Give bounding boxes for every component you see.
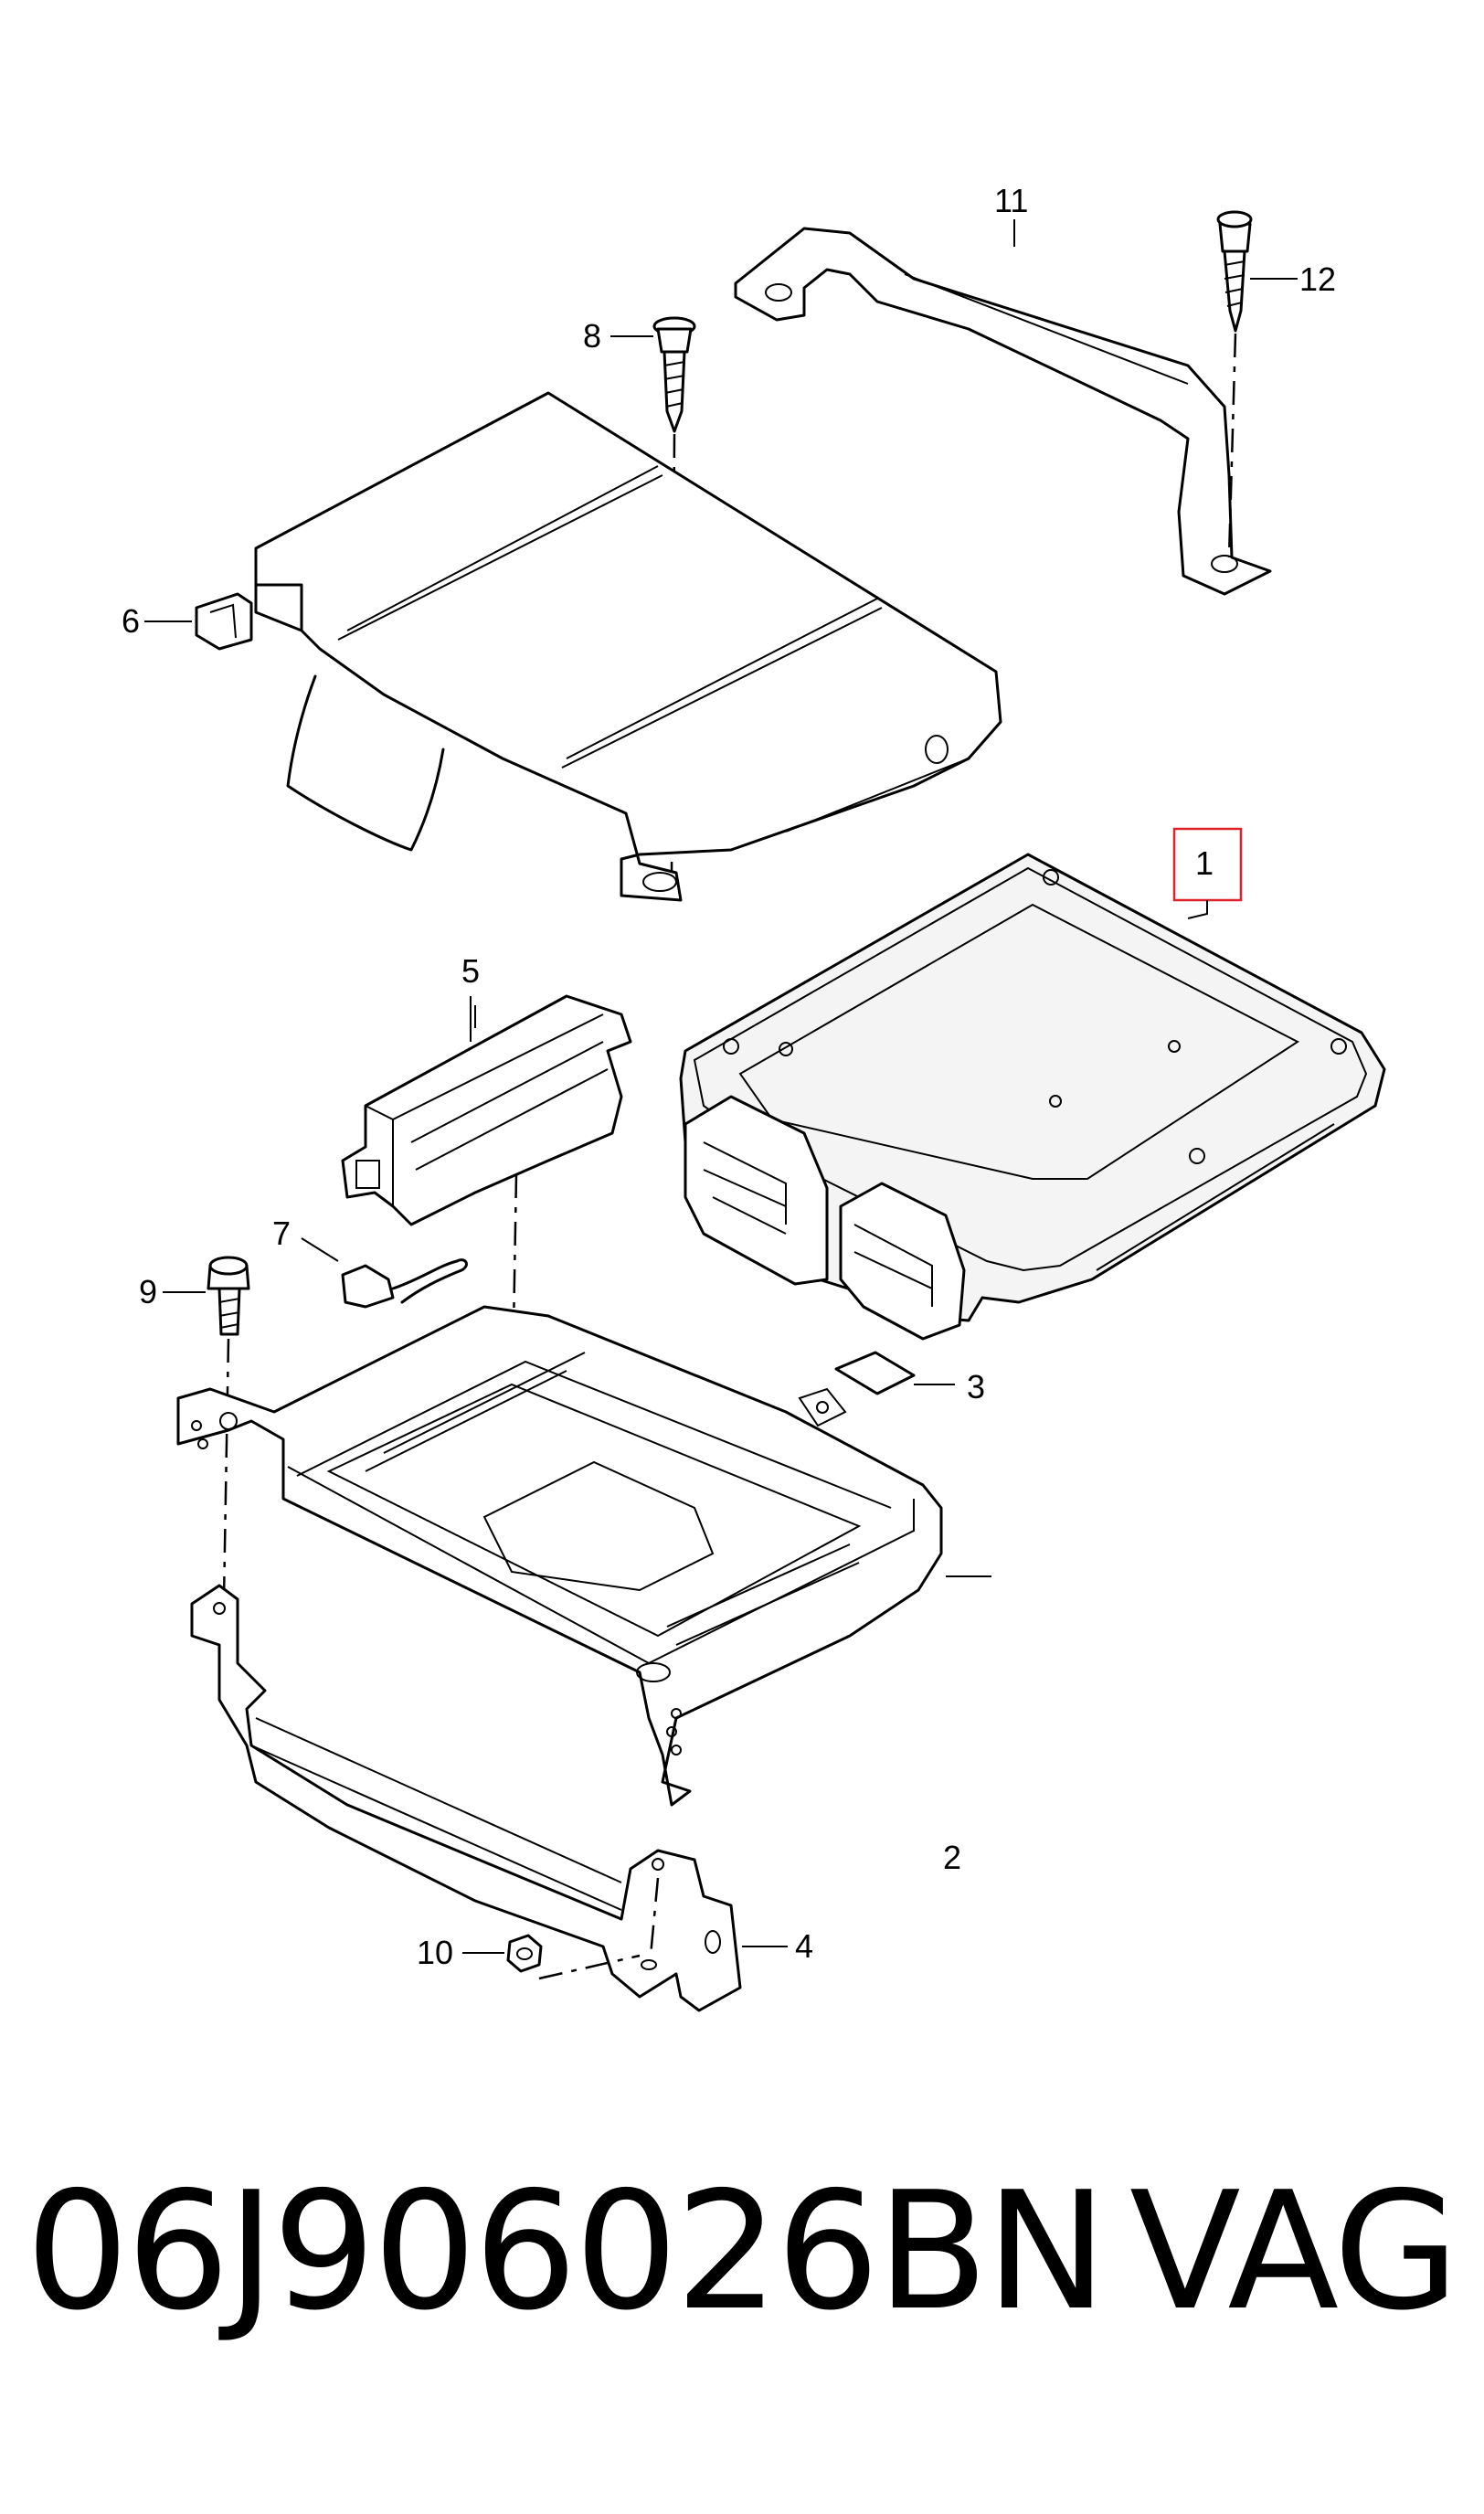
callout-9-label[interactable]: 9 xyxy=(139,1273,157,1310)
pad-part-3 xyxy=(834,1351,955,1395)
callout-2-label[interactable]: 2 xyxy=(943,1839,961,1876)
part-number-text: 06J906026BN xyxy=(26,2157,1108,2346)
control-unit-part-1 xyxy=(679,853,1386,1341)
bolt-part-9 xyxy=(163,1256,250,1600)
callout-7-label[interactable]: 7 xyxy=(272,1215,291,1252)
bracket-part-11 xyxy=(734,227,1272,596)
callout-1-highlight[interactable]: 1 xyxy=(1172,827,1243,919)
relay-carrier-part-5 xyxy=(341,994,632,1331)
callout-11-label[interactable]: 11 xyxy=(994,182,1028,219)
callout-5-label[interactable]: 5 xyxy=(461,952,480,990)
bracket-part-4 xyxy=(190,1584,788,2012)
clip-part-7 xyxy=(301,1237,468,1309)
callout-8-label[interactable]: 8 xyxy=(583,317,601,355)
callout-3-label[interactable]: 3 xyxy=(967,1368,985,1406)
callout-6-label[interactable]: 6 xyxy=(122,602,140,640)
carrier-tray-part-2 xyxy=(176,1305,991,1807)
brand-text: VAG xyxy=(1129,2157,1459,2346)
screw-part-12 xyxy=(1216,210,1298,558)
cover-plate xyxy=(254,391,1002,902)
callout-10-label[interactable]: 10 xyxy=(417,1934,453,1971)
clip-part-6 xyxy=(144,592,253,651)
callout-4-label[interactable]: 4 xyxy=(795,1927,813,1965)
nut-part-10 xyxy=(462,1934,641,1980)
callout-1-label: 1 xyxy=(1195,844,1214,882)
callout-12-label[interactable]: 12 xyxy=(1299,260,1336,298)
